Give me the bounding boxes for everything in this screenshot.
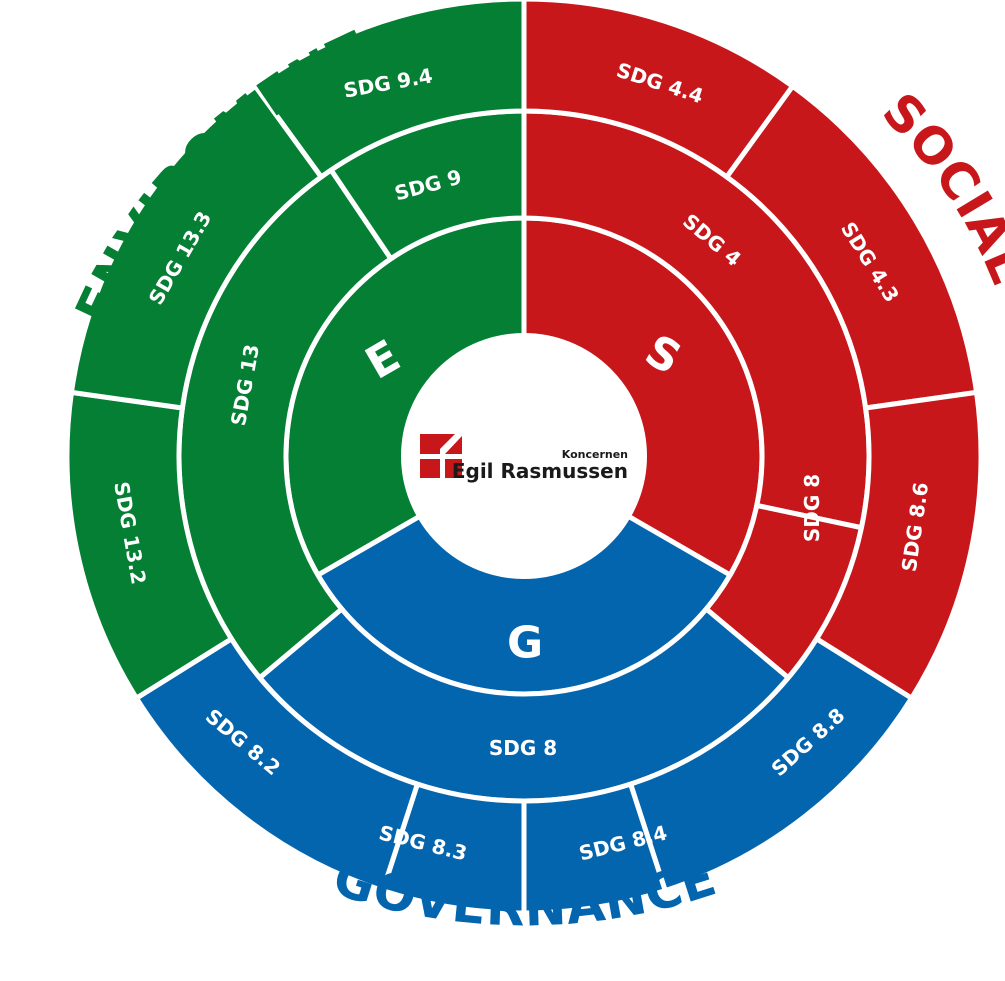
goal-label-sdg8-social: SDG 8 [800,474,824,542]
sunburst-segments [64,0,984,916]
logo-line1: Koncernen [562,448,628,461]
logo-line2: Egil Rasmussen [452,459,628,483]
governance-pillar-letter: G [507,618,543,669]
goal-label-sdg8-governance: SDG 8 [489,736,557,760]
logo-background [401,333,647,579]
segment-target-sdg9-4 [251,0,527,181]
logo-mark-icon [420,434,462,478]
company-logo: Koncernen Egil Rasmussen [401,333,647,579]
